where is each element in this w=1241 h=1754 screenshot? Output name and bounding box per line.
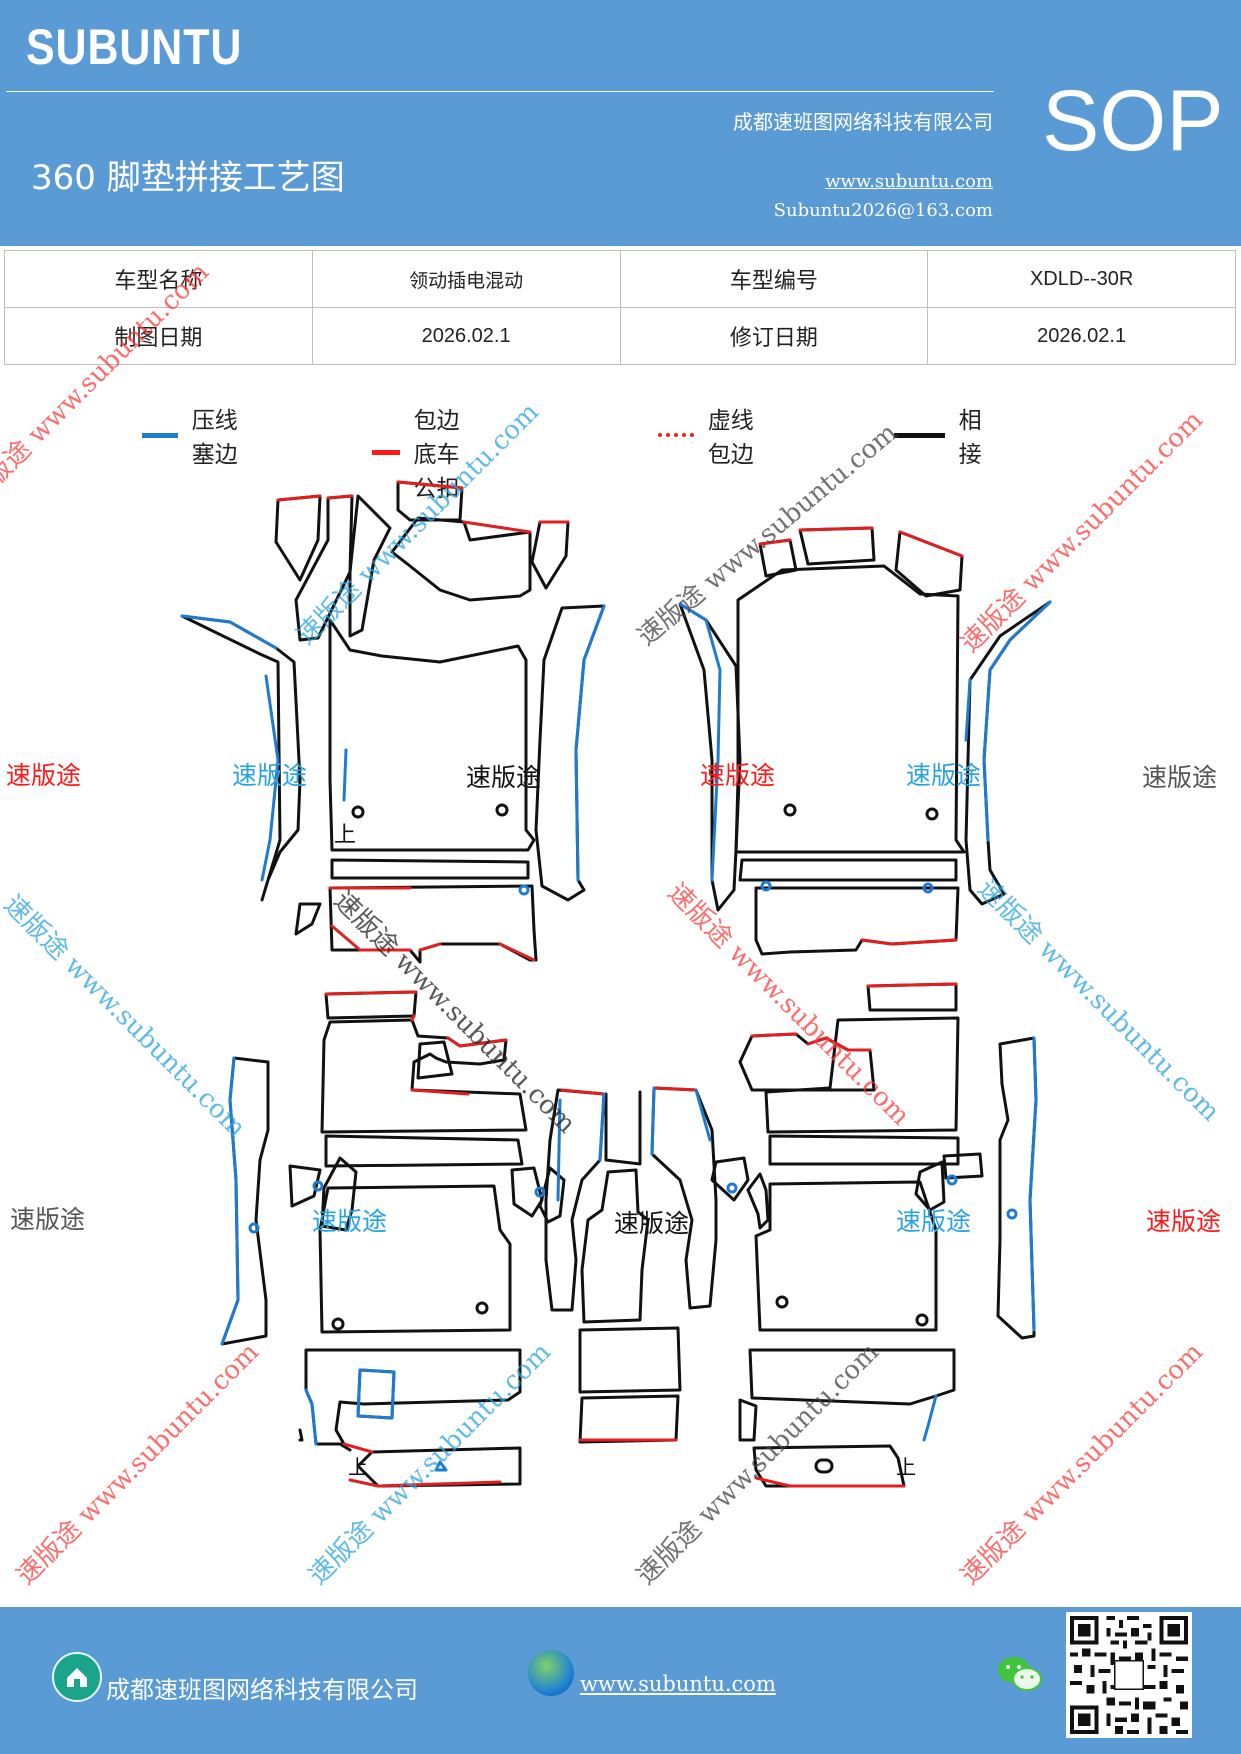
qr-code (1066, 1612, 1192, 1738)
draw-date-value: 2026.02.1 (311, 307, 621, 365)
mat-set-rear-left-red (324, 990, 508, 1488)
legend-swatch (372, 449, 400, 455)
header-banner: SUBUNTU 成都速班图网络科技有限公司 360 脚垫拼接工艺图 www.su… (0, 0, 1241, 246)
watermark-text: 速版途 (6, 761, 82, 790)
globe-icon (528, 1650, 574, 1696)
legend-item-dotted: 虚线包边 (658, 401, 759, 469)
mat-set-front-left-red (276, 480, 570, 962)
model-name-value: 领动插电混动 (311, 250, 621, 308)
watermark-text: 速版途 (10, 1205, 86, 1234)
footer-website-link[interactable]: www.subuntu.com (580, 1672, 776, 1696)
mat-set-front-right-blue (678, 600, 1052, 882)
watermark-text: 速版途 (906, 761, 982, 790)
mat-set-rear-right-blue (922, 1036, 1038, 1442)
table-row: 车型名称 领动插电混动 车型编号 XDLD--30R (4, 250, 1236, 308)
legend-label: 压线塞边 (191, 408, 238, 468)
legend-swatch (658, 433, 694, 437)
legend-item-join: 相接 (894, 401, 995, 469)
header-company: 成都速班图网络科技有限公司 (733, 110, 993, 134)
mat-set-rear-right-red (750, 982, 958, 1488)
watermark-text: 速版途 (614, 1209, 690, 1238)
revise-date-value: 2026.02.1 (927, 307, 1236, 365)
header-email: Subuntu2026@163.com (773, 200, 993, 221)
wechat-icon[interactable] (996, 1654, 1044, 1696)
mat-set-rear-right (710, 982, 1038, 1488)
legend-swatch (142, 432, 178, 438)
mat-set-center-red (560, 1086, 698, 1442)
header-website-link[interactable]: www.subuntu.com (825, 171, 993, 192)
legend-item-press: 压线塞边 (142, 401, 243, 469)
watermark-text: 速版途 (1142, 763, 1218, 792)
model-code-value: XDLD--30R (927, 250, 1236, 308)
draw-date-label: 制图日期 (4, 307, 313, 365)
mat-set-front-right-red (758, 526, 964, 946)
brand-logo: SUBUNTU (26, 19, 243, 75)
model-name-label: 车型名称 (4, 250, 313, 308)
watermark-text: 速版途 (896, 1207, 972, 1236)
up-label: 上 (348, 1455, 368, 1479)
vehicle-info-table: 车型名称 领动插电混动 车型编号 XDLD--30R 制图日期 2026.02.… (4, 250, 1236, 365)
legend-item-wrap: 包边底车公扣 (372, 401, 473, 503)
legend-swatch (894, 432, 945, 438)
watermark-text: 速版途 (700, 761, 776, 790)
legend-label: 虚线包边 (707, 408, 754, 468)
watermark-text: 速版途 (1146, 1207, 1222, 1236)
footer-company: 成都速班图网络科技有限公司 (106, 1676, 418, 1704)
watermark-text: 速版途 (312, 1207, 388, 1236)
header-divider (6, 91, 994, 92)
mat-set-rear-left-blue (220, 1056, 396, 1446)
revise-date-label: 修订日期 (619, 307, 929, 365)
up-label: 上 (334, 823, 356, 848)
floor-mat-diagram: 上 上 上 (180, 480, 1052, 1488)
legend-label: 包边底车公扣 (413, 408, 460, 502)
legend-label: 相接 (958, 408, 982, 468)
mat-set-front-left-blue (180, 604, 606, 882)
model-code-label: 车型编号 (619, 250, 929, 308)
mat-set-center (544, 1086, 718, 1444)
document-title: 360 脚垫拼接工艺图 (31, 158, 345, 198)
watermark-text: 速版途 (232, 761, 308, 790)
watermark-text: 速版途 (466, 763, 542, 792)
company-home-icon (52, 1652, 102, 1702)
mat-set-center-blue (556, 1086, 712, 1202)
table-row: 制图日期 2026.02.1 修订日期 2026.02.1 (4, 307, 1236, 365)
sop-badge: SOP (1042, 73, 1224, 169)
up-label: 上 (896, 1455, 916, 1479)
